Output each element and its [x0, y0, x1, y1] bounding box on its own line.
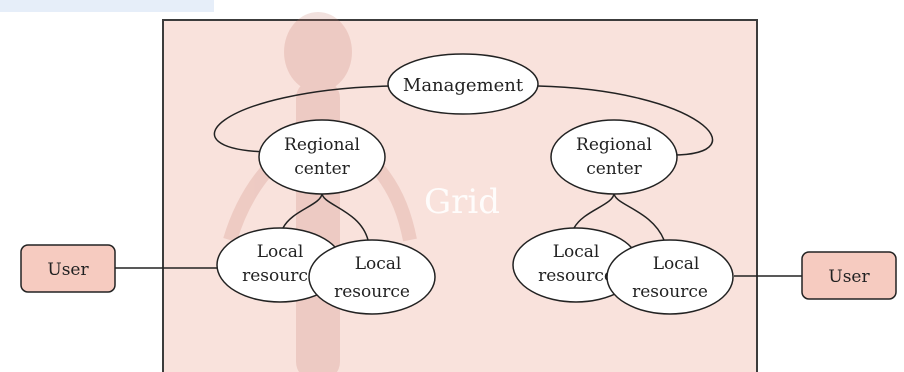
right-regional-center-node: Regional center [550, 119, 678, 195]
connector-left-regional-local-b [321, 192, 369, 241]
left-local-b-line1: Local [355, 254, 402, 274]
left-regional-line1: Regional [284, 135, 360, 155]
connector-management-right [537, 85, 714, 156]
connector-left-regional-local-a [282, 192, 323, 229]
right-user-node: User [801, 251, 897, 300]
right-regional-line2: center [586, 159, 642, 179]
left-local-a-line2: resource [242, 266, 318, 286]
right-local-a-line2: resource [538, 266, 614, 286]
left-regional-line2: center [294, 159, 350, 179]
right-regional-line1: Regional [576, 135, 652, 155]
top-left-band [0, 0, 214, 12]
connector-right-regional-local-b [613, 192, 665, 241]
left-local-b-line2: resource [334, 282, 410, 302]
left-local-resource-b-node: Local resource [308, 239, 436, 315]
right-local-b-line1: Local [653, 254, 700, 274]
management-node: Management [387, 53, 539, 115]
left-user-label: User [47, 260, 89, 280]
management-label: Management [403, 75, 524, 96]
connector-right-regional-local-a [573, 192, 615, 229]
grid-label: Grid [424, 182, 500, 222]
left-user-node: User [20, 244, 116, 293]
left-regional-center-node: Regional center [258, 119, 386, 195]
connector-lines [115, 85, 802, 277]
left-local-a-line1: Local [257, 242, 304, 262]
right-local-b-line2: resource [632, 282, 708, 302]
right-user-label: User [828, 267, 870, 287]
connector-management-left [213, 85, 391, 153]
right-local-resource-b-node: Local resource [606, 239, 734, 315]
right-local-a-line1: Local [553, 242, 600, 262]
